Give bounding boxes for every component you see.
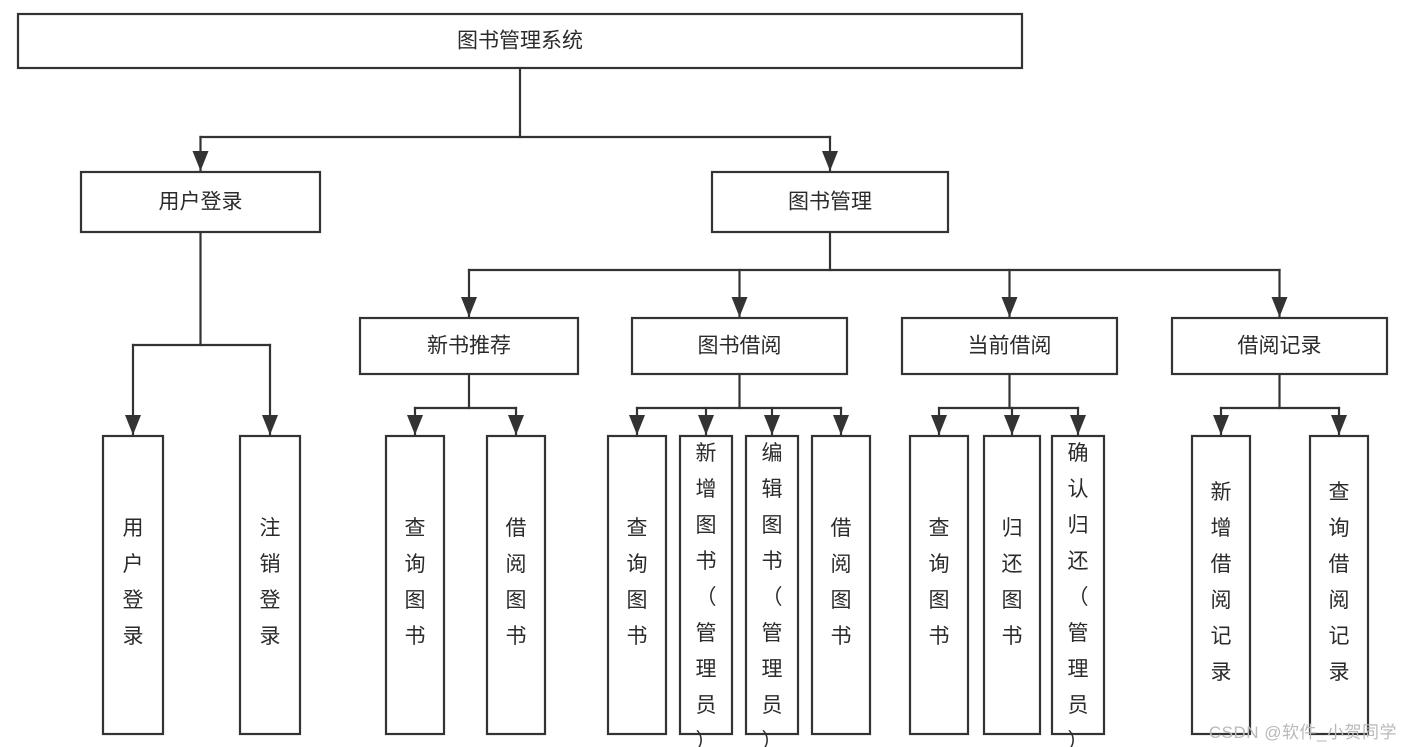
node-box-root — [16, 12, 1024, 70]
node-label-leaf-return-book: 归还图书 — [1002, 517, 1023, 648]
boxes-layer: 图书管理系统用户登录图书管理新书推荐图书借阅当前借阅借阅记录用户登录注销登录查询… — [16, 12, 1389, 747]
node-box-leaf-query-book-1 — [384, 434, 446, 736]
node-label-user-login: 用户登录 — [159, 191, 243, 214]
node-label-current-borrow: 当前借阅 — [968, 335, 1052, 358]
node-box-leaf-logout-login — [238, 434, 302, 736]
node-box-leaf-query-book-2 — [606, 434, 668, 736]
node-leaf-add-record[interactable]: 新增借阅记录 — [1190, 434, 1252, 736]
arrow-head-icon-leaf-borrow-book-1 — [508, 415, 524, 435]
node-label-leaf-user-login: 用户登录 — [123, 517, 144, 648]
node-leaf-edit-book[interactable]: 编辑图书（管理员） — [744, 434, 800, 747]
node-box-leaf-query-record — [1308, 434, 1370, 736]
arrow-head-icon-leaf-edit-book — [764, 415, 780, 435]
node-box-new-book-recommend — [358, 316, 580, 376]
node-label-leaf-borrow-book-2: 借阅图书 — [831, 517, 852, 648]
node-label-leaf-query-record: 查询借阅记录 — [1329, 481, 1350, 684]
node-label-leaf-query-book-2: 查询图书 — [627, 517, 648, 648]
node-label-leaf-edit-book: 编辑图书（管理员） — [762, 442, 783, 747]
arrow-head-icon-leaf-add-record — [1213, 415, 1229, 435]
node-label-borrow-record: 借阅记录 — [1238, 335, 1322, 358]
arrow-head-icon-bm-borrow-record — [1271, 297, 1288, 317]
node-leaf-return-book[interactable]: 归还图书 — [982, 434, 1042, 736]
node-new-book-recommend[interactable]: 新书推荐 — [358, 316, 580, 376]
node-box-leaf-add-record — [1190, 434, 1252, 736]
arrow-head-icon-root-user-login — [192, 151, 209, 171]
node-label-leaf-borrow-book-1: 借阅图书 — [506, 517, 527, 648]
node-leaf-query-book-3[interactable]: 查询图书 — [908, 434, 970, 736]
arrow-head-icon-bm-book-borrow — [731, 297, 748, 317]
node-label-leaf-add-book: 新增图书（管理员） — [696, 442, 717, 747]
arrow-head-icon-leaf-user-login — [125, 415, 141, 435]
node-box-current-borrow — [900, 316, 1119, 376]
node-book-manage[interactable]: 图书管理 — [710, 170, 950, 234]
arrow-head-icon-leaf-logout-login — [262, 415, 278, 435]
node-box-leaf-query-book-3 — [908, 434, 970, 736]
node-borrow-record[interactable]: 借阅记录 — [1170, 316, 1389, 376]
node-label-leaf-confirm-return: 确认归还（管理员） — [1068, 442, 1089, 747]
arrow-head-icon-leaf-borrow-book-2 — [833, 415, 849, 435]
node-leaf-query-book-1[interactable]: 查询图书 — [384, 434, 446, 736]
node-box-book-borrow — [630, 316, 849, 376]
arrow-head-icon-leaf-query-book-3 — [931, 415, 947, 435]
node-box-leaf-borrow-book-2 — [810, 434, 872, 736]
arrow-head-icon-leaf-return-book — [1004, 415, 1020, 435]
node-label-leaf-add-record: 新增借阅记录 — [1211, 481, 1232, 684]
arrow-head-icon-leaf-query-record — [1331, 415, 1347, 435]
node-label-leaf-query-book-3: 查询图书 — [929, 517, 950, 648]
node-box-borrow-record — [1170, 316, 1389, 376]
node-leaf-user-login[interactable]: 用户登录 — [101, 434, 165, 736]
arrow-head-icon-root-book-manage — [822, 151, 838, 171]
node-leaf-borrow-book-2[interactable]: 借阅图书 — [810, 434, 872, 736]
arrow-head-icon-leaf-add-book — [698, 415, 714, 435]
node-box-user-login — [79, 170, 322, 234]
node-box-leaf-edit-book — [744, 434, 800, 736]
node-leaf-borrow-book-1[interactable]: 借阅图书 — [485, 434, 547, 736]
node-leaf-query-record[interactable]: 查询借阅记录 — [1308, 434, 1370, 736]
node-user-login[interactable]: 用户登录 — [79, 170, 322, 234]
csdn-watermark: CSDN @软件_小贺同学 — [1208, 723, 1397, 742]
node-root[interactable]: 图书管理系统 — [16, 12, 1024, 70]
node-label-new-book-recommend: 新书推荐 — [427, 335, 511, 358]
node-book-borrow[interactable]: 图书借阅 — [630, 316, 849, 376]
node-leaf-query-book-2[interactable]: 查询图书 — [606, 434, 668, 736]
node-leaf-confirm-return[interactable]: 确认归还（管理员） — [1050, 434, 1106, 747]
node-leaf-add-book[interactable]: 新增图书（管理员） — [678, 434, 734, 747]
node-box-book-manage — [710, 170, 950, 234]
arrow-head-icon-bm-new-book-recommend — [461, 297, 477, 317]
connectors-layer — [125, 66, 1347, 437]
arrow-head-icon-leaf-confirm-return — [1070, 415, 1086, 435]
node-label-book-borrow: 图书借阅 — [698, 335, 782, 358]
node-label-root: 图书管理系统 — [457, 30, 583, 53]
arrow-head-icon-leaf-query-book-2 — [629, 415, 645, 435]
node-box-leaf-add-book — [678, 434, 734, 736]
node-current-borrow[interactable]: 当前借阅 — [900, 316, 1119, 376]
node-leaf-logout-login[interactable]: 注销登录 — [238, 434, 302, 736]
node-box-leaf-return-book — [982, 434, 1042, 736]
node-box-leaf-confirm-return — [1050, 434, 1106, 736]
node-box-leaf-borrow-book-1 — [485, 434, 547, 736]
node-label-book-manage: 图书管理 — [788, 191, 872, 214]
arrow-head-icon-leaf-query-book-1 — [407, 415, 423, 435]
node-label-leaf-logout-login: 注销登录 — [260, 517, 281, 648]
node-box-leaf-user-login — [101, 434, 165, 736]
arrow-head-icon-bm-current-borrow — [1001, 297, 1018, 317]
node-label-leaf-query-book-1: 查询图书 — [405, 517, 426, 648]
